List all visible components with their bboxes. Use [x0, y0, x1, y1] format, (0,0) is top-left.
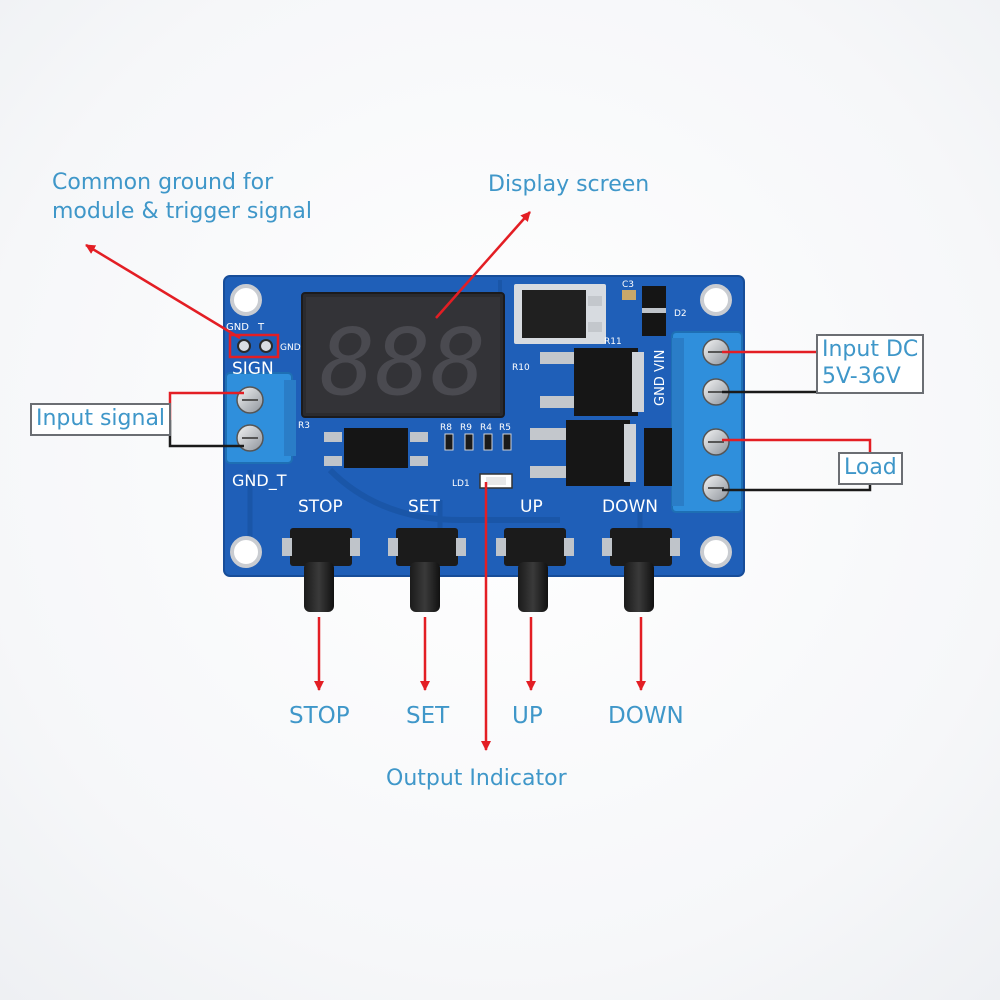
diode-d2 — [642, 286, 666, 336]
down-callout: DOWN — [608, 703, 684, 729]
silk-set: SET — [408, 497, 441, 517]
silk-r9: R9 — [460, 423, 472, 433]
mosfet-lower — [530, 420, 636, 486]
silk-r8: R8 — [440, 423, 452, 433]
silk-gnd: GND — [226, 322, 249, 333]
mounting-hole — [700, 536, 732, 568]
common-ground-line-1: Common ground for — [52, 170, 274, 195]
output-indicator-led — [479, 473, 513, 489]
silk-r11: R11 — [604, 337, 622, 347]
silk-gnd-right: GND — [280, 343, 301, 353]
silkscreen-labels: GND T GND SIGN GND_T R3 R8 R9 R4 R5 LD1 … — [226, 280, 687, 517]
set-callout: SET — [406, 703, 450, 729]
optocoupler-chip — [324, 428, 428, 468]
common-ground-label: Common ground for module & trigger signa… — [52, 168, 312, 226]
silk-r3: R3 — [298, 421, 310, 431]
up-callout: UP — [512, 703, 543, 729]
silk-gnd-t: GND_T — [232, 471, 287, 491]
up-button — [496, 528, 574, 612]
silk-up: UP — [520, 497, 543, 517]
seven-segment-display: 888 — [301, 292, 505, 418]
silk-t: T — [257, 322, 265, 333]
output-indicator-label: Output Indicator — [386, 766, 567, 791]
stop-button — [282, 528, 360, 612]
input-terminal-block — [225, 372, 296, 464]
mounting-hole — [230, 536, 262, 568]
voltage-regulator — [514, 284, 606, 344]
input-dc-line-1: Input DC — [822, 337, 919, 362]
display-digits: 888 — [320, 309, 486, 416]
input-dc-line-2: 5V-36V — [822, 363, 901, 389]
load-label: Load — [838, 452, 903, 485]
input-dc-label: Input DC 5V-36V — [816, 334, 925, 394]
arrow-common-ground — [85, 243, 241, 340]
power-load-terminal-block — [671, 331, 743, 513]
silk-r4: R4 — [480, 423, 492, 433]
silk-c3: C3 — [622, 280, 634, 290]
stop-callout: STOP — [289, 703, 350, 729]
diode-lower — [644, 428, 672, 486]
silk-ld1: LD1 — [452, 479, 470, 489]
mounting-hole — [700, 284, 732, 316]
silk-sign: SIGN — [232, 359, 274, 379]
common-ground-line-2: module & trigger signal — [52, 199, 312, 225]
mounting-hole — [230, 284, 262, 316]
arrow-display-screen — [435, 211, 531, 319]
capacitor-c3 — [622, 290, 636, 300]
input-signal-label: Input signal — [30, 403, 172, 436]
mosfet-upper — [540, 348, 644, 416]
display-screen-label: Display screen — [488, 172, 650, 197]
resistor-array — [444, 433, 512, 451]
set-button — [388, 528, 466, 612]
silk-down: DOWN — [602, 497, 658, 517]
silk-d2: D2 — [674, 309, 687, 319]
silk-stop: STOP — [298, 497, 343, 517]
down-button — [602, 528, 680, 612]
silk-gnd-vin: GND VIN — [653, 350, 668, 406]
silk-r10: R10 — [512, 363, 530, 373]
trigger-header-pins — [228, 333, 280, 359]
silk-r5: R5 — [499, 423, 511, 433]
